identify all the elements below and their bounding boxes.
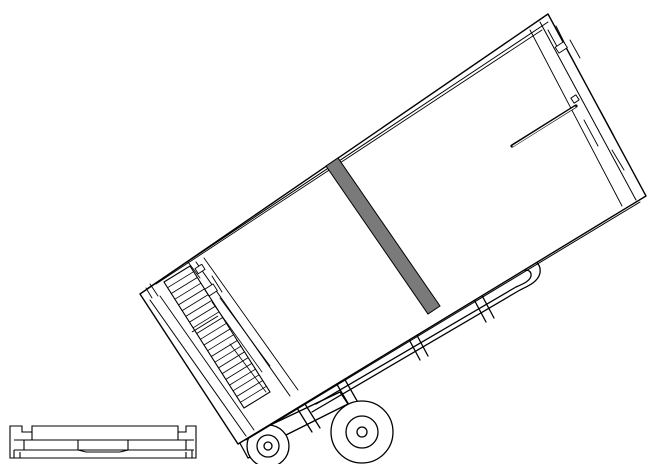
grille-slat	[185, 300, 213, 317]
grille-slat	[196, 317, 223, 334]
grille-slat	[171, 277, 198, 294]
grille-slat	[229, 368, 256, 386]
door-handle-inner	[512, 106, 576, 147]
hinge-bracket-right	[554, 41, 568, 54]
strap-band	[325, 157, 441, 315]
base-part-inner-left	[23, 432, 33, 450]
grille-slat	[189, 305, 216, 323]
cabinet-right-end-inner	[529, 29, 623, 207]
grille-slat	[181, 294, 209, 311]
base-part-inner-right	[177, 432, 187, 450]
grille-slat	[207, 334, 234, 352]
grille-slat	[240, 385, 267, 403]
hinge-detail-left	[145, 261, 223, 299]
appliance-cabinet	[139, 13, 647, 445]
grille-slat	[225, 363, 253, 380]
grille-slat	[218, 351, 245, 369]
handle-mount	[570, 94, 580, 104]
grille-slat	[203, 328, 231, 346]
base-part-foot-right	[185, 450, 193, 458]
hinge-detail-right	[547, 25, 625, 171]
grille-slat	[167, 271, 194, 289]
grille-center-divider	[191, 315, 219, 333]
front-grille	[163, 265, 271, 409]
grille-slat	[200, 322, 227, 340]
grille-slat	[192, 311, 220, 329]
base-part-outline	[9, 425, 197, 459]
compartment-divider-left-2	[203, 257, 299, 391]
grille-slat	[178, 288, 205, 306]
cabinet-left-end-inner	[159, 295, 255, 431]
grille-frame	[163, 265, 271, 409]
base-part-segment-a	[77, 440, 129, 453]
cabinet-left-end	[149, 299, 247, 437]
cabinet-top-edge-inner	[155, 29, 543, 285]
hinge-bracket-left-2	[194, 263, 206, 275]
cabinet-bottom-edge	[245, 201, 641, 441]
grille-slats	[167, 271, 267, 403]
cabinet-outline	[139, 13, 647, 445]
hand-truck-wheels	[246, 400, 394, 464]
base-part-foot-left	[13, 450, 21, 458]
grille-slat	[214, 345, 242, 363]
cabinet-right-end	[539, 21, 637, 201]
retaining-strap	[325, 157, 441, 315]
grille-slat	[232, 374, 260, 392]
grille-slat	[174, 282, 202, 300]
wheel-front	[246, 424, 290, 464]
grille-slat	[236, 380, 263, 397]
cabinet-top-edge	[147, 21, 549, 289]
grille-slat	[221, 357, 249, 374]
grille-slat	[211, 340, 238, 357]
base-part	[9, 425, 197, 459]
wheel-rear	[330, 400, 394, 464]
